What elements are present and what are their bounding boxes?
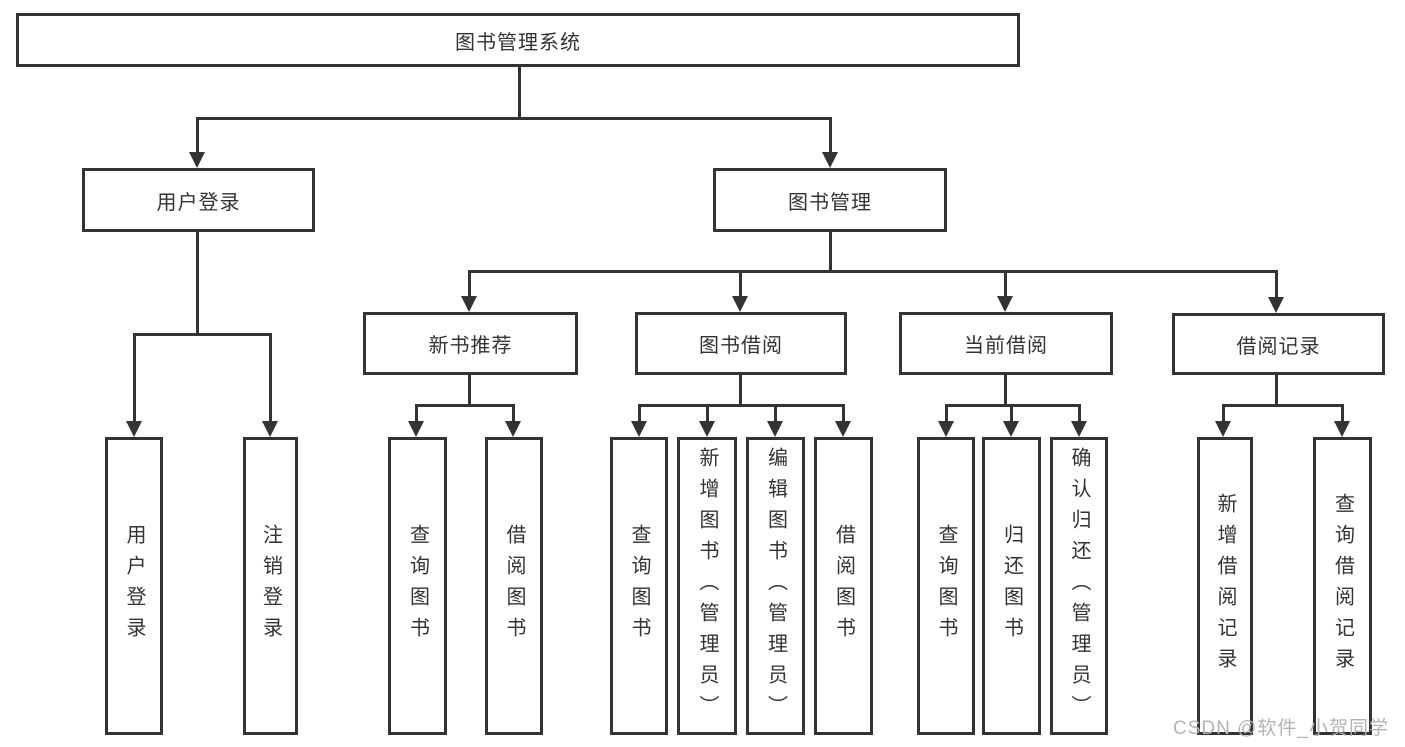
connector-line bbox=[1275, 271, 1278, 299]
node-label: 图书借阅 bbox=[699, 335, 783, 357]
node-book-management: 图书管理 bbox=[713, 168, 947, 232]
watermark: CSDN @软件_小贺同学 bbox=[1173, 718, 1389, 739]
connector-line bbox=[196, 117, 832, 120]
connector-line bbox=[1078, 404, 1081, 424]
arrow-down-icon bbox=[408, 421, 424, 437]
connector-line bbox=[1010, 404, 1013, 424]
arrow-down-icon bbox=[732, 296, 748, 312]
connector-line bbox=[1222, 404, 1225, 424]
arrow-down-icon bbox=[1268, 297, 1284, 313]
node-book-borrowing: 图书借阅 bbox=[635, 312, 847, 375]
connector-line bbox=[468, 271, 471, 299]
connector-line bbox=[468, 375, 471, 407]
arrow-down-icon bbox=[1215, 421, 1231, 437]
connector-line bbox=[1341, 404, 1344, 424]
leaf-query-books: 查询图书 bbox=[610, 437, 668, 735]
leaf-label: 用户登录 bbox=[123, 524, 145, 648]
arrow-down-icon bbox=[822, 152, 838, 168]
leaf-user-login: 用户登录 bbox=[105, 437, 163, 735]
arrow-down-icon bbox=[505, 421, 521, 437]
arrow-down-icon bbox=[1071, 421, 1087, 437]
arrow-down-icon bbox=[126, 421, 142, 437]
leaf-return-books: 归还图书 bbox=[982, 437, 1041, 735]
arrow-down-icon bbox=[699, 421, 715, 437]
connector-line bbox=[468, 270, 1278, 273]
connector-line bbox=[945, 404, 948, 424]
arrow-down-icon bbox=[767, 421, 783, 437]
leaf-add-borrow-record: 新增借阅记录 bbox=[1197, 437, 1253, 735]
connector-line bbox=[1004, 271, 1007, 299]
connector-line bbox=[1222, 404, 1344, 407]
leaf-label: 查询借阅记录 bbox=[1331, 493, 1354, 679]
arrow-down-icon bbox=[997, 296, 1013, 312]
leaf-label: 查询图书 bbox=[628, 524, 650, 648]
leaf-label: 编辑图书（管理员） bbox=[764, 446, 787, 726]
leaf-label: 借阅图书 bbox=[832, 524, 855, 648]
connector-line bbox=[518, 66, 521, 120]
node-label: 图书管理 bbox=[788, 191, 872, 214]
connector-line bbox=[774, 404, 777, 424]
leaf-add-books-admin: 新增图书（管理员） bbox=[677, 437, 737, 735]
connector-line bbox=[133, 333, 272, 336]
connector-line bbox=[706, 404, 709, 424]
leaf-query-books: 查询图书 bbox=[388, 437, 447, 735]
connector-line bbox=[829, 232, 832, 273]
arrow-down-icon bbox=[461, 296, 477, 312]
leaf-edit-books-admin: 编辑图书（管理员） bbox=[746, 437, 805, 735]
leaf-confirm-return-admin: 确认归还（管理员） bbox=[1050, 437, 1108, 735]
arrow-down-icon bbox=[189, 152, 205, 168]
connector-line bbox=[415, 404, 515, 407]
connector-line bbox=[269, 334, 272, 424]
node-label: 当前借阅 bbox=[964, 335, 1048, 357]
connector-line bbox=[739, 271, 742, 299]
connector-line bbox=[638, 404, 641, 424]
connector-line bbox=[842, 404, 845, 424]
connector-line bbox=[196, 232, 199, 336]
node-borrowing-records: 借阅记录 bbox=[1172, 313, 1385, 375]
leaf-label: 注销登录 bbox=[259, 524, 282, 648]
leaf-borrow-books: 借阅图书 bbox=[814, 437, 873, 735]
leaf-label: 新增图书（管理员） bbox=[696, 446, 718, 726]
connector-line bbox=[638, 404, 845, 407]
connector-line bbox=[945, 404, 1081, 407]
leaf-logout: 注销登录 bbox=[243, 437, 298, 735]
leaf-label: 归还图书 bbox=[1000, 524, 1023, 648]
leaf-label: 确认归还（管理员） bbox=[1068, 446, 1090, 726]
connector-line bbox=[512, 404, 515, 424]
arrow-down-icon bbox=[835, 421, 851, 437]
leaf-borrow-books: 借阅图书 bbox=[485, 437, 543, 735]
node-label: 用户登录 bbox=[156, 191, 241, 214]
node-label: 图书管理系统 bbox=[455, 31, 581, 54]
leaf-label: 借阅图书 bbox=[503, 524, 525, 648]
node-label: 借阅记录 bbox=[1236, 335, 1321, 358]
arrow-down-icon bbox=[631, 421, 647, 437]
connector-line bbox=[133, 334, 136, 424]
node-current-borrowing: 当前借阅 bbox=[899, 312, 1113, 375]
connector-line bbox=[196, 118, 199, 156]
node-user-login: 用户登录 bbox=[82, 168, 315, 232]
arrow-down-icon bbox=[262, 421, 278, 437]
node-new-book-recommendation: 新书推荐 bbox=[363, 312, 578, 375]
leaf-query-books: 查询图书 bbox=[917, 437, 975, 735]
connector-line bbox=[739, 375, 742, 406]
connector-line bbox=[829, 118, 832, 156]
node-library-management-system: 图书管理系统 bbox=[16, 13, 1020, 67]
arrow-down-icon bbox=[1003, 421, 1019, 437]
connector-line bbox=[1275, 375, 1278, 406]
arrow-down-icon bbox=[938, 421, 954, 437]
arrow-down-icon bbox=[1334, 421, 1350, 437]
node-label: 新书推荐 bbox=[428, 335, 513, 357]
leaf-label: 新增借阅记录 bbox=[1214, 493, 1236, 679]
connector-line bbox=[1004, 375, 1007, 406]
leaf-label: 查询图书 bbox=[406, 524, 429, 648]
leaf-label: 查询图书 bbox=[935, 524, 957, 648]
leaf-query-borrow-record: 查询借阅记录 bbox=[1313, 437, 1372, 735]
connector-line bbox=[415, 404, 418, 424]
